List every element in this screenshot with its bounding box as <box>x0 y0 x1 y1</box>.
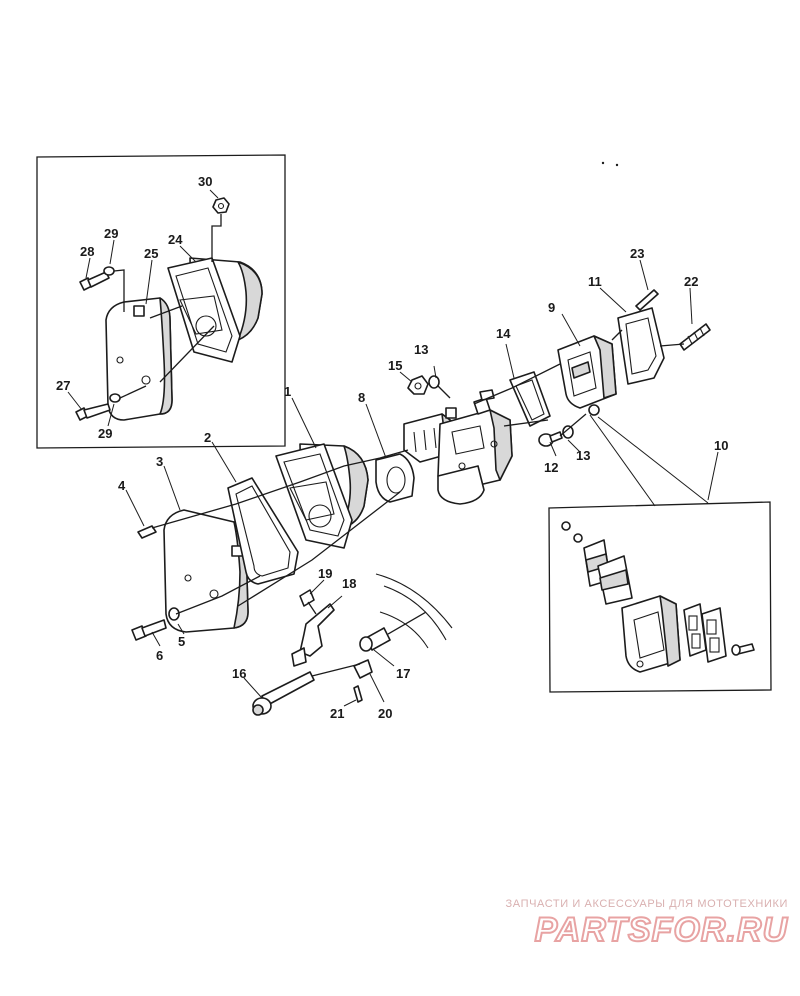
part-4-screw <box>137 525 157 539</box>
callout-29-lower: 29 <box>98 426 112 441</box>
assembly-lines <box>151 329 685 677</box>
reed-bolt <box>731 643 755 656</box>
callout-23: 23 <box>630 246 644 261</box>
part-13-washer-lower <box>562 425 574 439</box>
part-24-air-box <box>167 257 263 363</box>
part-2-gasket <box>227 477 299 585</box>
callout-1: 1 <box>284 384 291 399</box>
reed-gasket-2 <box>701 607 727 663</box>
part-21-pin <box>353 685 363 703</box>
inset-reed-detail <box>548 414 772 693</box>
callout-8: 8 <box>358 390 365 405</box>
callout-21: 21 <box>330 706 344 721</box>
part-23-stud <box>635 289 659 311</box>
watermark-tagline: ЗАПЧАСТИ И АКСЕССУАРЫ ДЛЯ МОТОТЕХНИКИ <box>505 898 788 910</box>
callout-10: 10 <box>714 438 728 453</box>
callout-11: 11 <box>588 274 602 289</box>
callout-13-upper: 13 <box>414 342 428 357</box>
callout-4: 4 <box>118 478 126 493</box>
part-15-nut <box>407 375 429 395</box>
specks <box>601 161 619 167</box>
callout-19: 19 <box>318 566 332 581</box>
watermark: ЗАПЧАСТИ И АКСЕССУАРЫ ДЛЯ МОТОТЕХНИКИ PA… <box>488 898 788 950</box>
part-8-gasket <box>375 453 415 503</box>
part-22-stud <box>679 323 711 351</box>
part-12-screw <box>538 431 563 447</box>
part-27-bolt <box>75 403 111 421</box>
leader-lines <box>67 189 719 707</box>
callout-28: 28 <box>80 244 94 259</box>
reed-petal-2 <box>597 555 633 605</box>
callout-15: 15 <box>388 358 402 373</box>
part-30-nut <box>212 197 230 214</box>
callout-20: 20 <box>378 706 392 721</box>
part-1-air-box <box>275 443 369 549</box>
callout-18: 18 <box>342 576 356 591</box>
callout-labels: 1 2 3 4 5 6 8 9 10 11 12 13 13 14 15 16 … <box>56 174 728 721</box>
callout-5: 5 <box>178 634 185 649</box>
callout-24: 24 <box>168 232 183 247</box>
part-18-lever <box>291 603 335 667</box>
part-16-knob <box>252 671 315 716</box>
part-6-bolt <box>131 619 167 641</box>
callout-9: 9 <box>548 300 555 315</box>
callout-6: 6 <box>156 648 163 663</box>
part-20-plug <box>353 659 373 679</box>
callout-22: 22 <box>684 274 698 289</box>
callout-2: 2 <box>204 430 211 445</box>
part-25-cover <box>105 297 173 421</box>
callout-25: 25 <box>144 246 158 261</box>
reed-gasket-1 <box>683 603 707 657</box>
part-29-washer-upper <box>103 266 115 276</box>
part-14-gasket <box>509 371 551 427</box>
part-11-gasket <box>617 307 665 385</box>
callout-13-lower: 13 <box>576 448 590 463</box>
callout-14: 14 <box>496 326 511 341</box>
part-29-washer-lower <box>109 393 121 403</box>
inset-cover-assembly <box>36 154 286 449</box>
part-28-bolt <box>79 271 110 291</box>
reed-block <box>621 595 681 673</box>
cowl-outline <box>375 573 453 649</box>
carburetor-body <box>403 389 513 505</box>
part-13-washer-upper <box>428 375 440 389</box>
watermark-logo: PARTSFOR.RU <box>534 910 788 950</box>
part-5-washer <box>168 607 180 621</box>
callout-30: 30 <box>198 174 212 189</box>
callout-3: 3 <box>156 454 163 469</box>
callout-27: 27 <box>56 378 70 393</box>
part-9-reed-block <box>557 335 617 416</box>
reed-screws <box>561 521 583 543</box>
callout-12: 12 <box>544 460 558 475</box>
callout-16: 16 <box>232 666 246 681</box>
callout-17: 17 <box>396 666 410 681</box>
part-17-bushing <box>359 627 391 652</box>
callout-29-upper: 29 <box>104 226 118 241</box>
